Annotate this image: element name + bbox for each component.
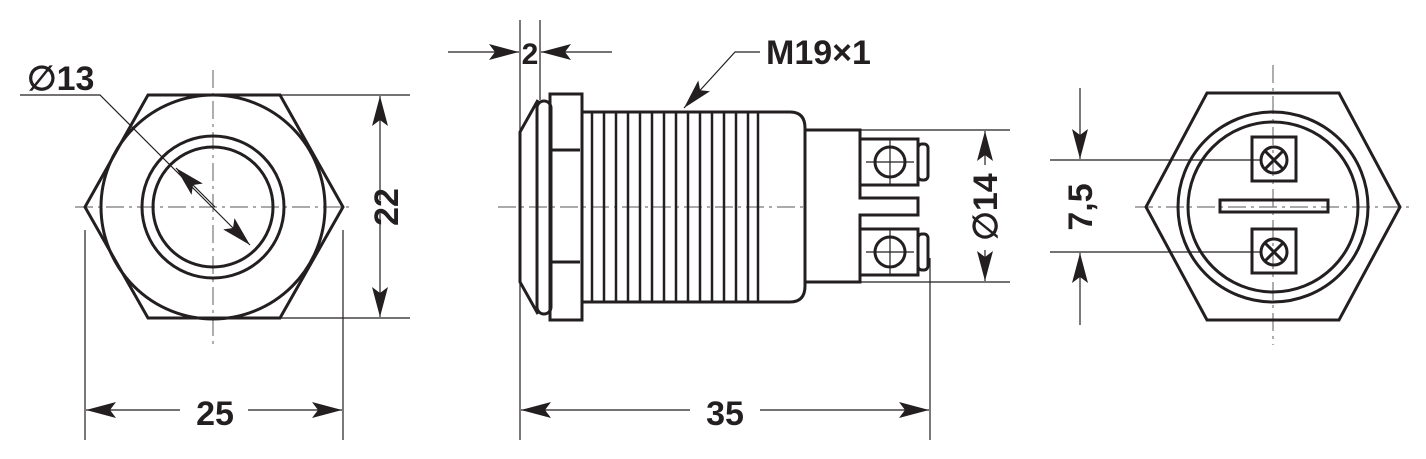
height-22-label: 22 [368,188,406,226]
width-25-label: 25 [196,395,234,433]
bezel-outer [99,93,327,321]
diameter-13-label: ∅13 [27,60,94,98]
thread-label: M19×1 [766,34,871,72]
length-35-label: 35 [706,395,744,433]
mounting-nut [548,92,584,322]
side-view: 2 M19×1 35 ∅14 [448,20,1010,440]
spacing-7-5-label: 7,5 [1062,183,1100,230]
bezel-2-label: 2 [522,38,539,71]
rear-view: 7,5 [1050,65,1410,345]
diameter-14-label: ∅14 [967,173,1005,241]
screw-terminal-top [1250,135,1298,183]
button-face [151,145,275,269]
screw-terminal-bottom [1250,227,1298,275]
actuator-slot [1218,198,1330,214]
rear-hex-outline [1144,91,1402,322]
threaded-body [582,110,807,304]
front-view: ∅13 22 25 [20,60,410,440]
